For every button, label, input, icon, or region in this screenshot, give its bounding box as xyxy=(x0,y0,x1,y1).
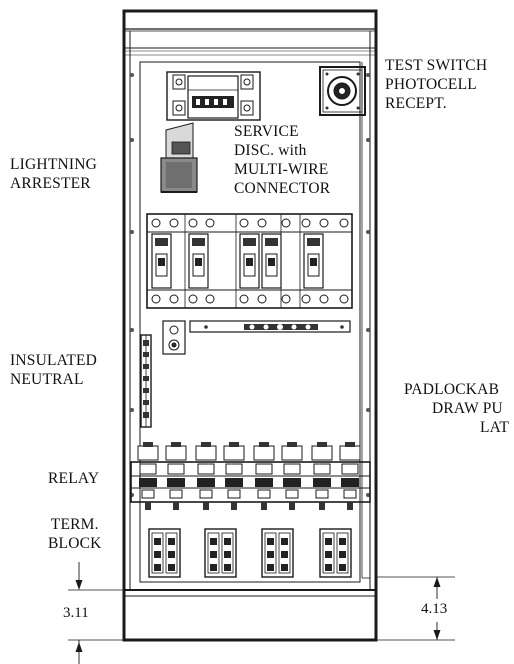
service-disc-line3: MULTI-WIRE xyxy=(234,161,329,178)
breaker-lug-bottom-10 xyxy=(339,294,349,304)
terminal-block-4 xyxy=(319,528,352,578)
service-disc-line2: DISC. with xyxy=(234,142,307,159)
test-switch-line1: TEST SWITCH xyxy=(385,57,488,74)
breaker-units xyxy=(151,218,349,304)
relay-7 xyxy=(311,442,333,510)
relay-line: RELAY xyxy=(48,470,100,487)
breaker-lug-bottom-7 xyxy=(281,294,291,304)
breaker-panel xyxy=(146,213,353,309)
term-block-label: TERM. BLOCK xyxy=(48,515,102,553)
lightning-arrester xyxy=(160,122,198,193)
relay-8 xyxy=(339,442,361,510)
breaker-lug-top-3 xyxy=(188,218,198,228)
service-disc-line4: CONNECTOR xyxy=(234,180,331,197)
relay-6 xyxy=(281,442,303,510)
lightning-arrester-line2: ARRESTER xyxy=(10,175,91,192)
breaker-lug-top-9 xyxy=(319,218,329,228)
terminal-block-2 xyxy=(204,528,237,578)
test-switch-label: TEST SWITCH PHOTOCELL RECEPT. xyxy=(385,56,487,113)
breaker-lug-top-10 xyxy=(339,218,349,228)
service-disconnect xyxy=(166,71,261,121)
breaker-5 xyxy=(303,233,324,289)
breaker-lug-bottom-8 xyxy=(301,294,311,304)
breaker-lug-bottom-4 xyxy=(205,294,215,304)
lightning-arrester-line1: LIGHTNING xyxy=(10,156,98,173)
service-disc-label: SERVICE DISC. with MULTI-WIRE CONNECTOR xyxy=(234,122,330,198)
insulated-neutral-line1: INSULATED xyxy=(10,352,98,369)
breaker-lug-bottom-6 xyxy=(257,294,267,304)
breaker-lug-top-6 xyxy=(257,218,267,228)
dimension-right-value: 4.13 xyxy=(421,601,448,617)
relay-4 xyxy=(223,442,245,510)
relay-units xyxy=(137,442,361,510)
breaker-lug-bottom-9 xyxy=(319,294,329,304)
cabinet xyxy=(122,9,378,642)
padlockable-label: PADLOCKAB DRAW PU LAT xyxy=(404,380,514,437)
neutral-bar xyxy=(162,320,351,355)
padlockable-line3: LAT xyxy=(480,419,510,436)
lightning-arrester-label: LIGHTNING ARRESTER xyxy=(10,155,97,193)
test-switch-line3: RECEPT. xyxy=(385,95,447,112)
relay-rail xyxy=(130,461,371,503)
term-block-line2: BLOCK xyxy=(48,535,102,552)
relay-1 xyxy=(137,442,159,510)
breaker-lug-bottom-2 xyxy=(169,294,179,304)
insulated-neutral-line2: NEUTRAL xyxy=(10,371,84,388)
service-disc-line1: SERVICE xyxy=(234,123,299,140)
breaker-2 xyxy=(188,233,209,289)
breaker-4 xyxy=(261,233,282,289)
breaker-lug-bottom-1 xyxy=(151,294,161,304)
dimension-lines xyxy=(68,562,455,664)
breaker-3 xyxy=(239,233,260,289)
rail-bolts xyxy=(130,73,370,497)
term-block-line1: TERM. xyxy=(50,516,99,533)
terminal-block-3 xyxy=(261,528,294,578)
terminal-blocks xyxy=(148,528,352,578)
insulated-neutral-label: INSULATED NEUTRAL xyxy=(10,351,97,389)
dimension-left-value: 3.11 xyxy=(63,605,89,621)
breaker-lug-top-7 xyxy=(281,218,291,228)
breaker-lug-top-8 xyxy=(301,218,311,228)
breaker-lug-top-4 xyxy=(205,218,215,228)
padlockable-line2: DRAW PU xyxy=(432,400,503,417)
relay-3 xyxy=(195,442,217,510)
breaker-lug-bottom-3 xyxy=(188,294,198,304)
breaker-lug-top-5 xyxy=(239,218,249,228)
insulated-neutral-bar xyxy=(140,334,152,428)
breaker-lug-top-1 xyxy=(151,218,161,228)
terminal-block-1 xyxy=(148,528,181,578)
breaker-lug-top-2 xyxy=(169,218,179,228)
breaker-lug-bottom-5 xyxy=(239,294,249,304)
relay-label: RELAY xyxy=(48,469,99,488)
padlockable-line1: PADLOCKAB xyxy=(404,381,500,398)
relay-5 xyxy=(253,442,275,510)
photocell-receptacle xyxy=(319,66,366,116)
test-switch-line2: PHOTOCELL xyxy=(385,76,477,93)
relay-2 xyxy=(165,442,187,510)
breaker-1 xyxy=(151,233,172,289)
